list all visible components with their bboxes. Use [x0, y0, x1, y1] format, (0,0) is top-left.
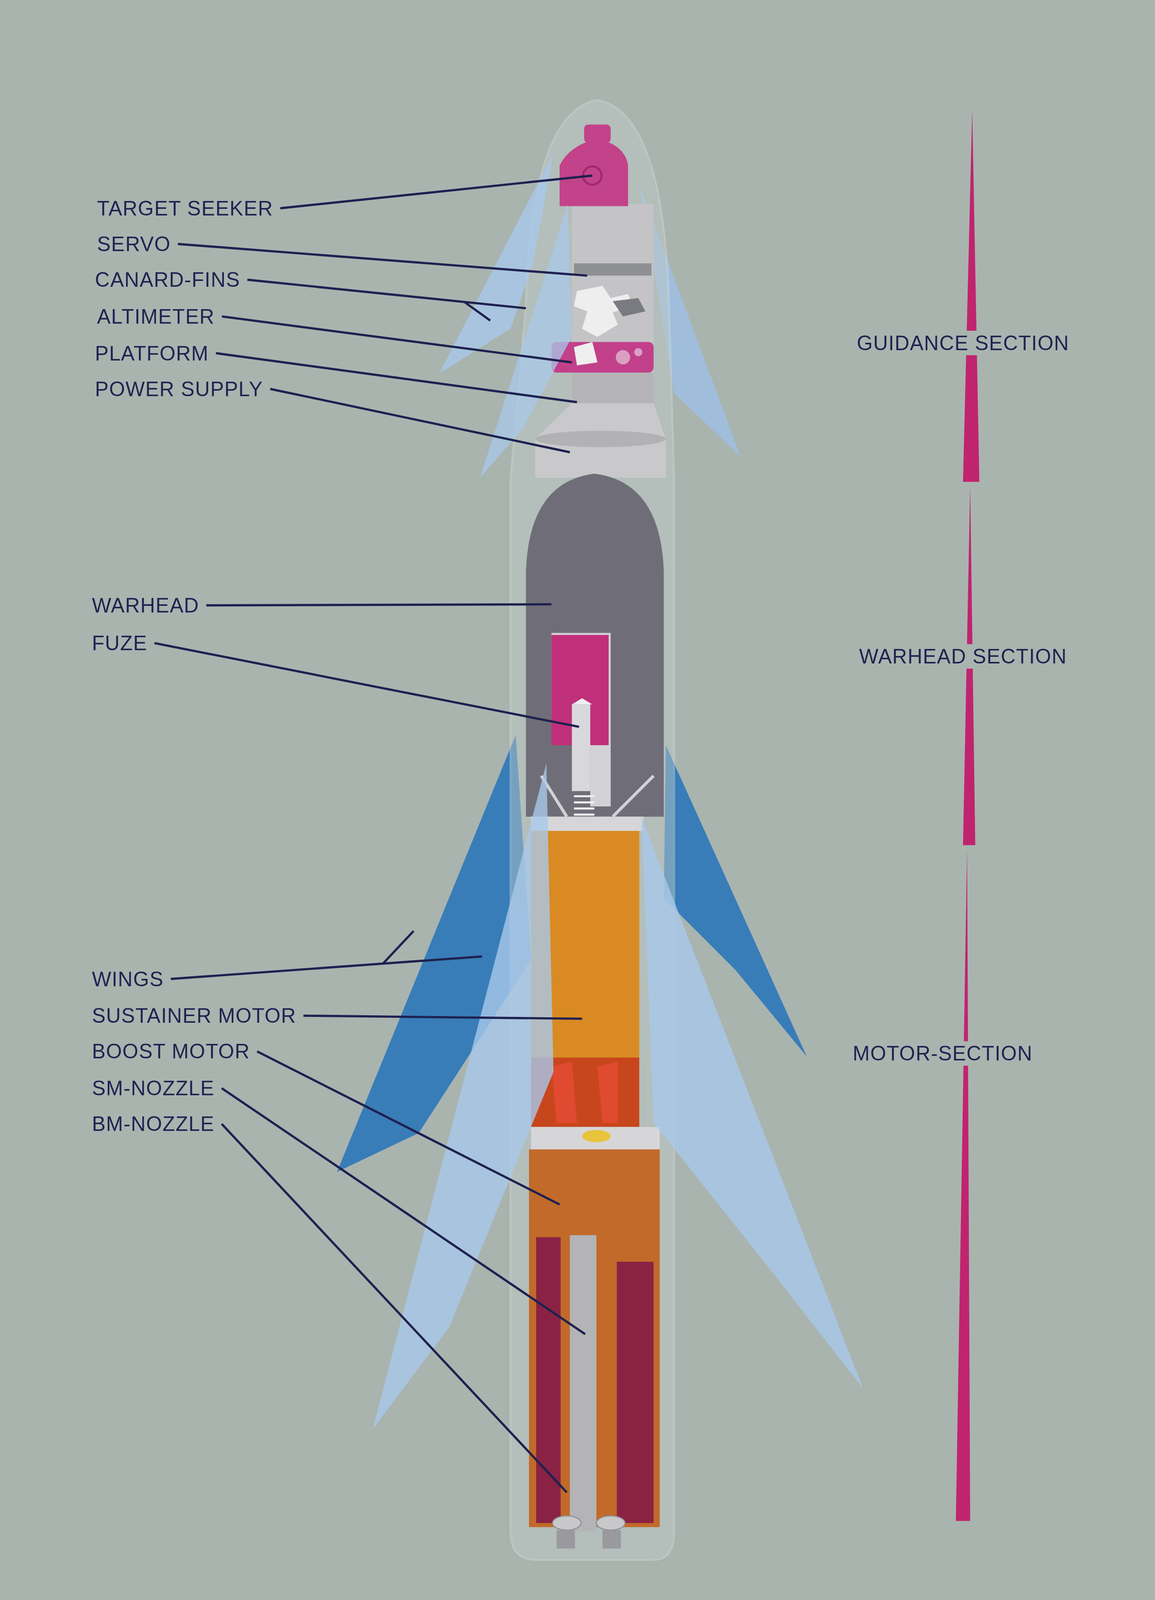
fuze [571, 698, 593, 705]
part-label: ALTIMETER [94, 304, 217, 329]
warhead [526, 473, 665, 818]
altimeter-detail [573, 342, 598, 366]
motor-bulkhead [582, 1130, 611, 1143]
section-label: MOTOR-SECTION [850, 1041, 1035, 1067]
wing [641, 817, 864, 1389]
target-seeker [559, 138, 629, 207]
power-supply [535, 431, 666, 448]
leader-line [215, 353, 578, 403]
boost-grain [616, 1262, 654, 1524]
boost-nozzle [556, 1531, 576, 1550]
motor-bulkhead [531, 1127, 660, 1150]
part-label: SUSTAINER MOTOR [89, 1003, 299, 1029]
altimeter [551, 342, 654, 373]
fuze [571, 704, 590, 792]
sustainer-grain [551, 1062, 618, 1124]
leader-line [280, 175, 593, 209]
platform [571, 372, 654, 404]
power-supply [535, 403, 666, 479]
section-bar [956, 849, 971, 1522]
boost-nozzle [596, 1516, 626, 1531]
servo-mechanism [612, 298, 646, 317]
part-label: SM-NOZZLE [89, 1076, 217, 1101]
leader-line [221, 1088, 586, 1335]
leader-line [170, 956, 483, 980]
part-label: BM-NOZZLE [89, 1112, 217, 1137]
part-label: POWER SUPPLY [92, 376, 265, 402]
part-label: WARHEAD [89, 593, 202, 618]
boost-nozzle [552, 1516, 582, 1531]
leader-line [303, 1016, 583, 1020]
leader-line [221, 1124, 567, 1493]
part-label: WINGS [89, 967, 166, 992]
leader-line [383, 931, 414, 965]
part-label: SERVO [94, 231, 173, 257]
leader-line [270, 389, 571, 453]
part-label: PLATFORM [92, 341, 211, 366]
boost-nozzle [602, 1531, 621, 1550]
warhead-cutaway [551, 633, 611, 807]
servo [573, 263, 652, 277]
altimeter-detail [634, 348, 643, 357]
leader-line [257, 1051, 560, 1205]
part-label: TARGET SEEKER [94, 196, 276, 221]
sustainer-nozzle [570, 1235, 597, 1532]
wing [372, 764, 554, 1430]
section-bar [963, 110, 980, 483]
part-label: CANARD-FINS [92, 267, 243, 292]
section-label: GUIDANCE SECTION [854, 330, 1072, 356]
fuze-spring [573, 796, 595, 815]
warhead-base [541, 776, 654, 818]
leader-line [464, 302, 491, 321]
section-label: WARHEAD SECTION [856, 644, 1069, 669]
target-seeker [584, 124, 611, 144]
leader-line [206, 604, 552, 606]
boost-grain [536, 1237, 561, 1524]
leader-line [247, 279, 527, 309]
altimeter-detail [615, 350, 630, 365]
part-label: BOOST MOTOR [89, 1039, 253, 1065]
leader-line [154, 643, 579, 728]
bulkhead [531, 817, 644, 832]
part-label: FUZE [89, 630, 150, 656]
leader-line [221, 316, 572, 363]
